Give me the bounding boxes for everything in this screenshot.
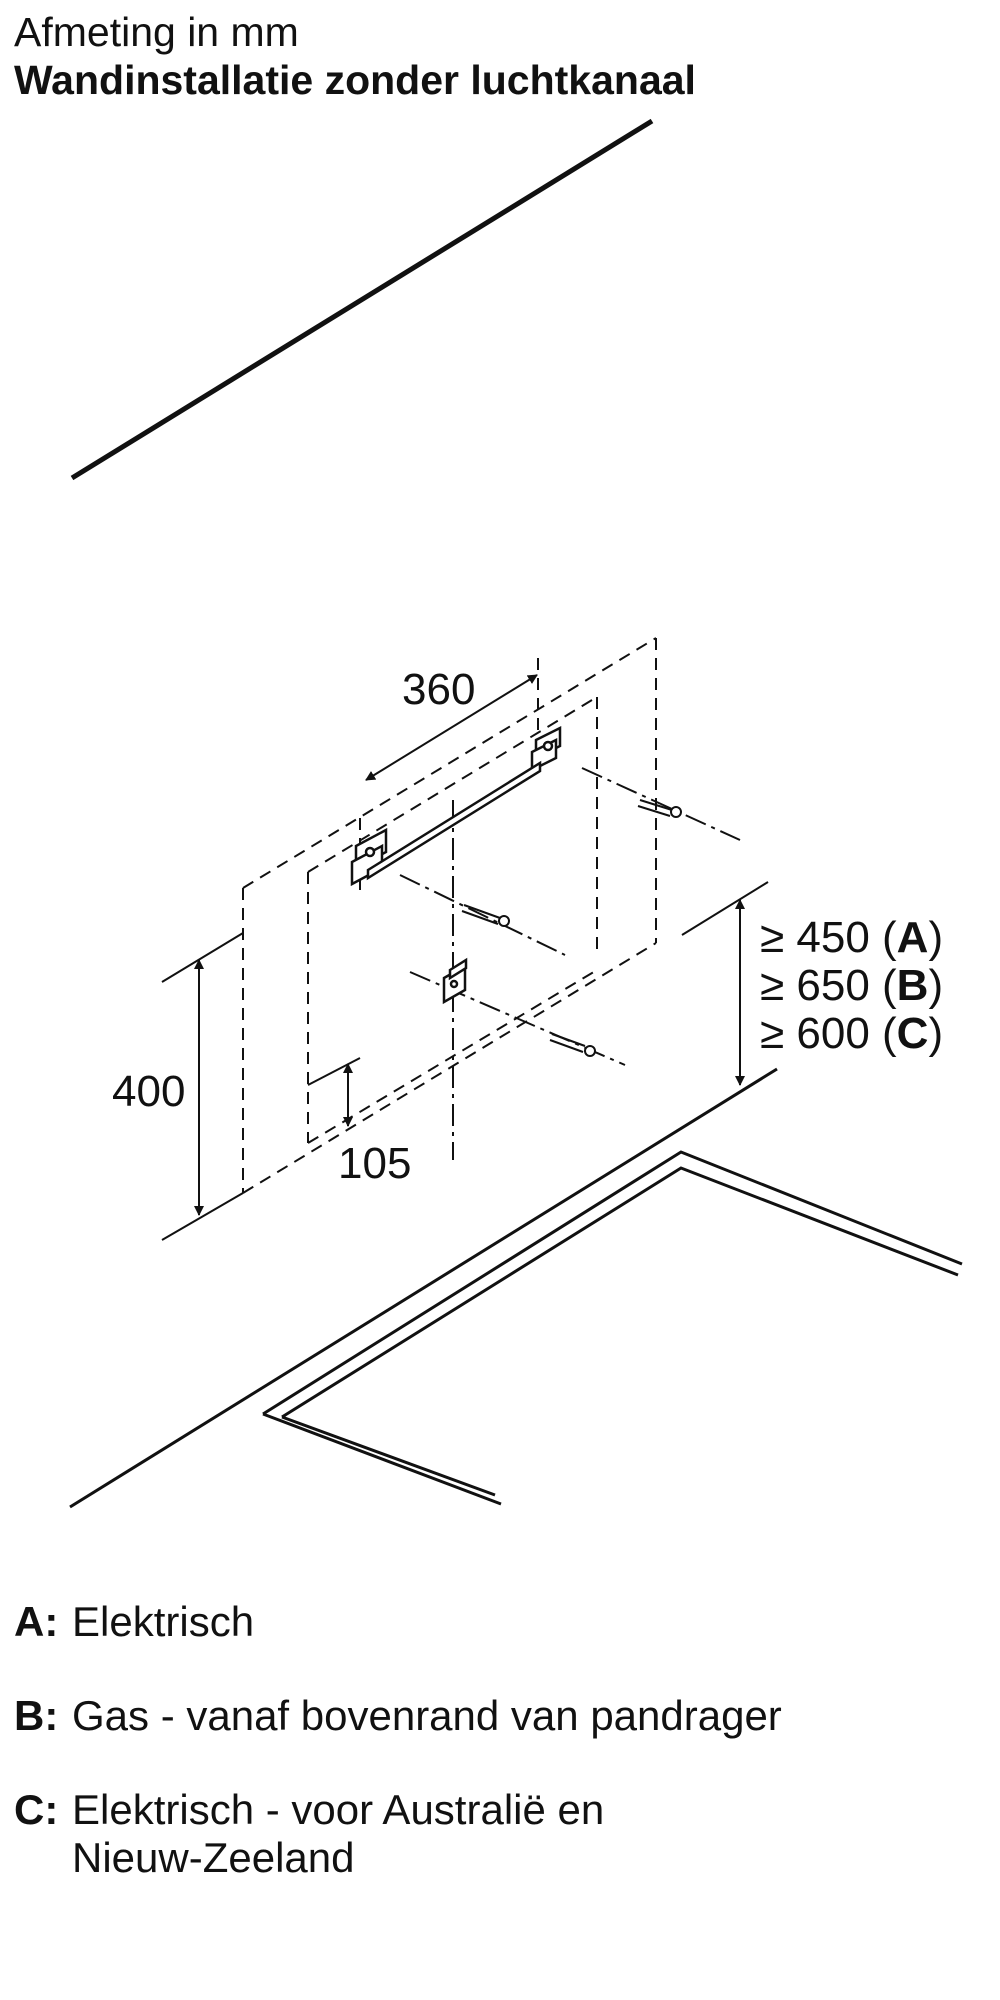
page-subtitle: Afmeting in mm <box>14 9 299 55</box>
legend-key: B: <box>14 1692 59 1739</box>
legend-key: A: <box>14 1598 59 1645</box>
dim-105-label: 105 <box>338 1139 411 1188</box>
wall-screws <box>461 799 682 1057</box>
legend-item-c: C: Elektrisch - voor Australië en Nieuw-… <box>14 1786 974 1882</box>
dim-360-label: 360 <box>402 665 475 714</box>
clearance-c-label: ≥ 600 (C) <box>760 1009 943 1058</box>
ceiling-line <box>70 118 654 481</box>
hood-outline-dashed <box>242 637 657 1194</box>
header: Afmeting in mm Wandinstallatie zonder lu… <box>14 8 696 104</box>
page-title: Wandinstallatie zonder luchtkanaal <box>14 57 696 103</box>
legend-item-a: A: Elektrisch <box>14 1598 974 1646</box>
legend-text: Gas - vanaf bovenrand van pandrager <box>72 1692 782 1739</box>
extension-lines <box>161 881 769 1241</box>
clearance-a-label: ≥ 450 (A) <box>760 913 943 962</box>
dim-400-label: 400 <box>112 1067 185 1116</box>
legend-text: Elektrisch <box>72 1598 255 1645</box>
legend: A: Elektrisch B: Gas - vanaf bovenrand v… <box>14 1598 974 1928</box>
legend-text: Elektrisch - voor Australië en Nieuw-Zee… <box>72 1786 605 1881</box>
clearance-b-label: ≥ 650 (B) <box>760 961 943 1010</box>
cooktop <box>69 1067 963 1509</box>
legend-item-b: B: Gas - vanaf bovenrand van pandrager <box>14 1692 974 1740</box>
hood-bracket <box>442 957 468 1005</box>
mounting-rail <box>350 725 562 887</box>
legend-key: C: <box>14 1786 59 1833</box>
dimension-arrows <box>194 674 745 1216</box>
installation-diagram: 360 400 105 ≥ 450 (A) ≥ 650 (B) ≥ 600 (C… <box>69 118 963 1509</box>
dim-360-arrow <box>365 674 538 781</box>
